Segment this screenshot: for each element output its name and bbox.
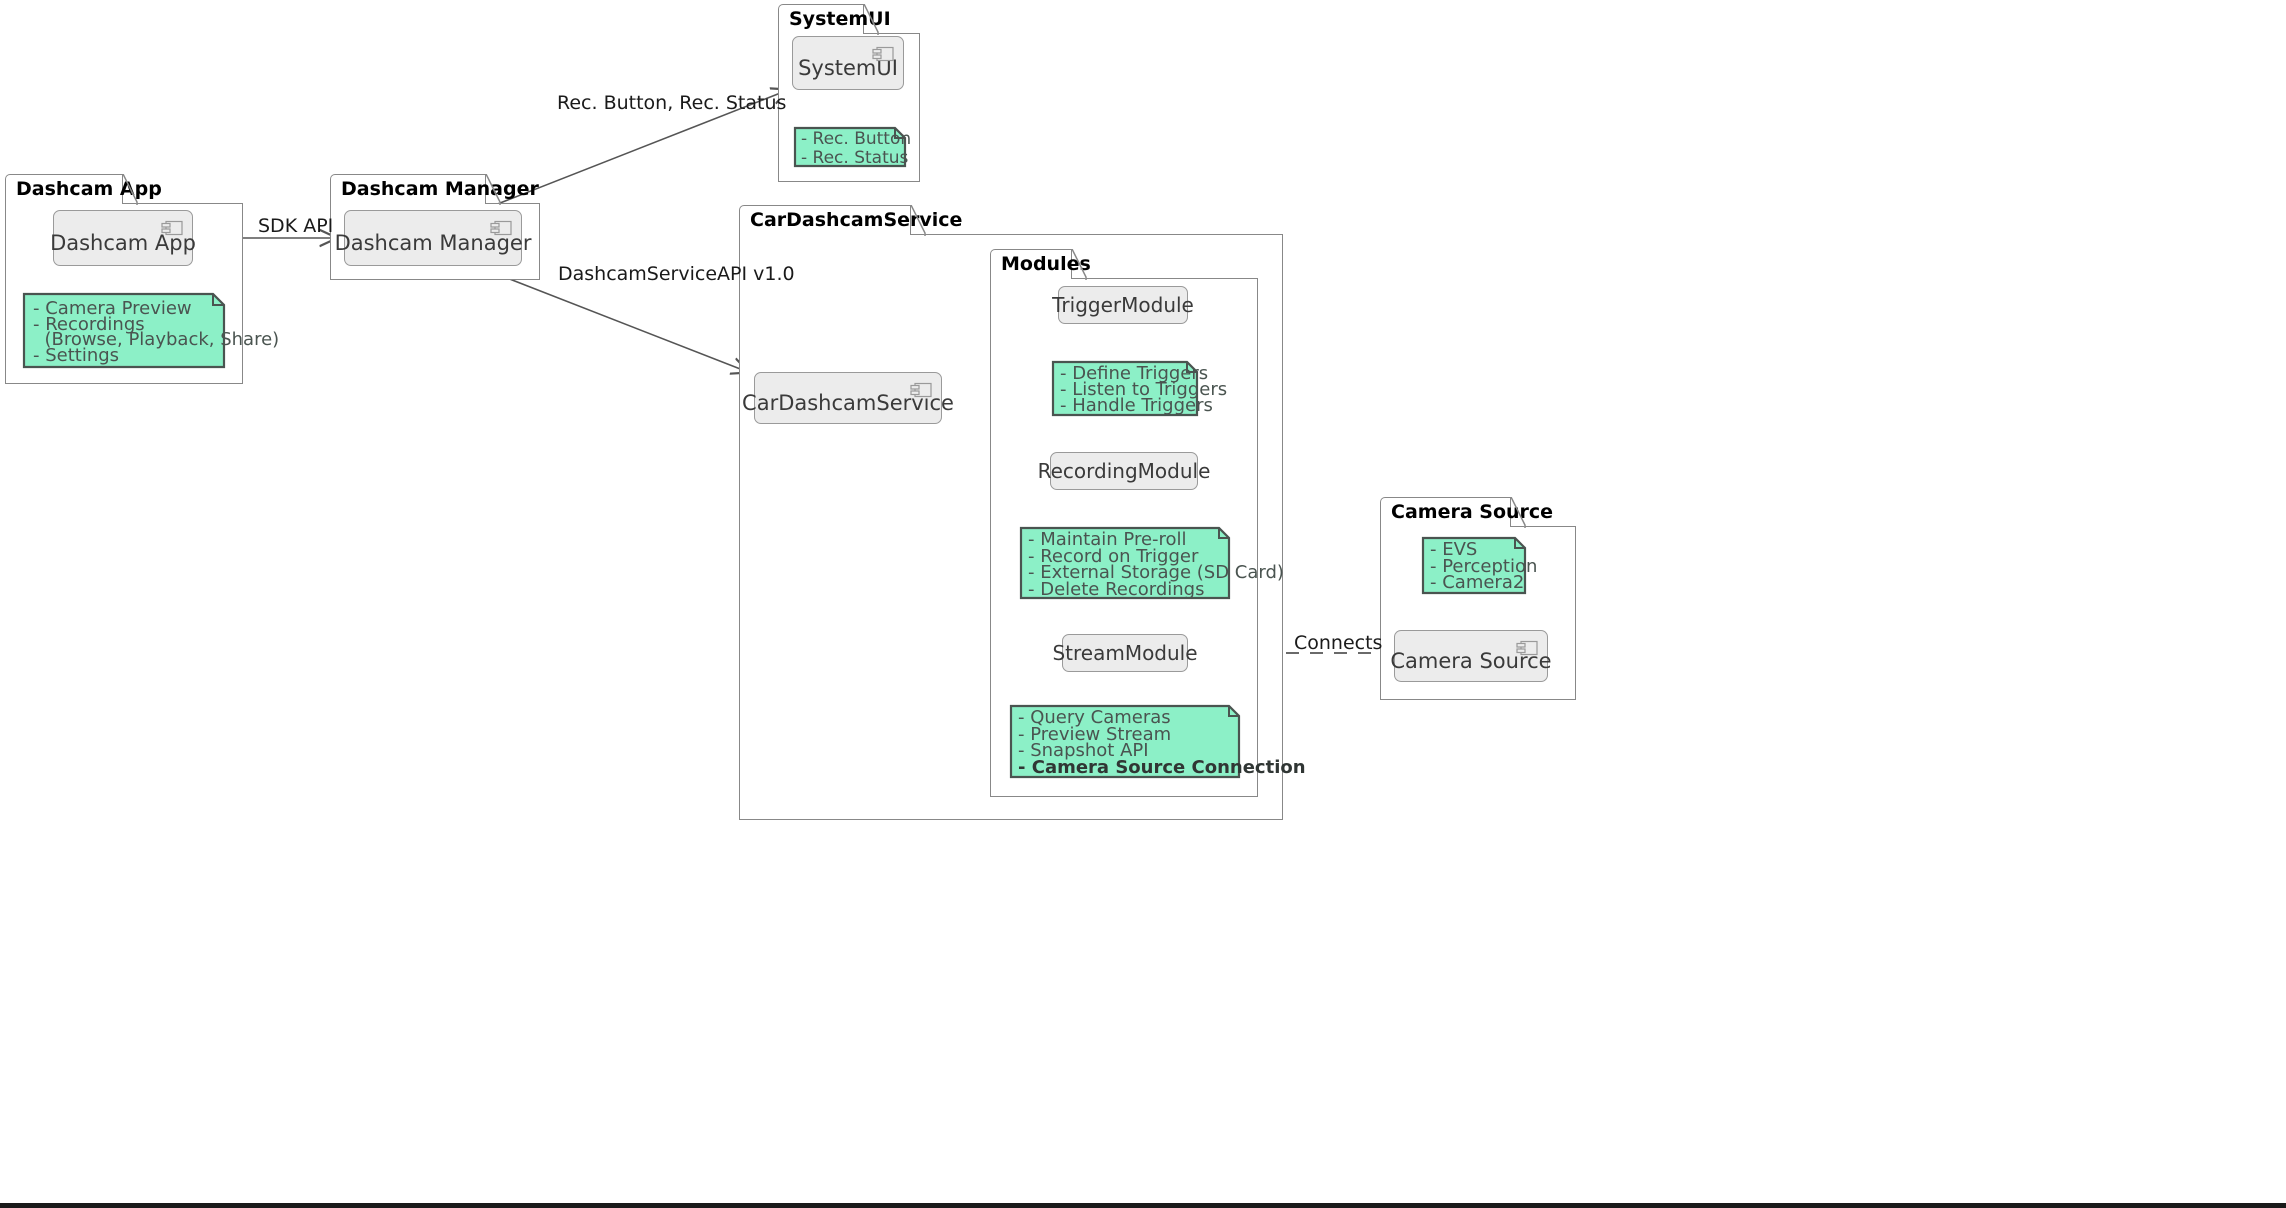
note-shape [1009, 704, 1241, 779]
component-dashcam-app[interactable]: Dashcam App [50, 210, 196, 266]
uml-component-icon [490, 220, 512, 236]
note-dashcam-app-text: - Camera Preview- Recordings (Browse, Pl… [33, 298, 280, 366]
note-shape [1421, 536, 1527, 595]
package-modules-label: Modules [1001, 253, 1091, 275]
bottom-border [0, 1203, 2286, 1208]
component-trigger-module-label: TriggerModule [1052, 293, 1194, 317]
edge-label-sdk-api: SDK API [258, 215, 334, 237]
component-stream-module-label: StreamModule [1052, 641, 1198, 665]
note-trigger-module-text: - Define Triggers- Listen to Triggers- H… [1060, 363, 1228, 416]
note-recording-module: - Maintain Pre-roll- Record on Trigger- … [1018, 526, 1284, 601]
note-shape [22, 292, 226, 369]
package-camera-source-label: Camera Source [1391, 501, 1554, 523]
package-modules-tab: Modules [990, 249, 1091, 279]
component-dashcam-manager[interactable]: Dashcam Manager [335, 210, 531, 266]
uml-component-icon [872, 46, 894, 62]
note-stream-module: - Query Cameras- Preview Stream- Snapsho… [1008, 704, 1306, 780]
component-systemui[interactable]: SystemUI [792, 36, 904, 90]
package-cardashcamservice-tab: CarDashcamService [739, 205, 962, 235]
package-systemui-label: SystemUI [789, 8, 891, 30]
package-dashcam-manager-tab: Dashcam Manager [330, 174, 539, 204]
package-modules-tab-slant [1072, 249, 1088, 280]
package-systemui-tab-slant [864, 4, 880, 35]
component-recording-module[interactable]: RecordingModule [1038, 452, 1210, 490]
package-dashcam-manager-tab-slant [486, 174, 502, 205]
component-stream-module[interactable]: StreamModule [1052, 634, 1198, 672]
note-stream-module-text: - Query Cameras- Preview Stream- Snapsho… [1018, 707, 1306, 778]
package-systemui-tab: SystemUI [778, 4, 891, 34]
note-systemui-text: - Rec. Button- Rec. Status [801, 129, 912, 168]
uml-component-icon [1516, 640, 1538, 656]
note-dashcam-app: - Camera Preview- Recordings (Browse, Pl… [21, 292, 280, 370]
component-cardashcamservice[interactable]: CarDashcamService [742, 372, 954, 424]
note-shape [793, 126, 907, 168]
package-dashcam-app-tab-slant [123, 174, 139, 205]
package-dashcam-app-label: Dashcam App [16, 178, 162, 200]
note-camera-source: - EVS- Perception- Camera2 [1420, 536, 1538, 596]
component-camera-source[interactable]: Camera Source [1390, 630, 1552, 682]
package-cardashcamservice-tab-slant [911, 205, 927, 236]
package-dashcam-app-tab: Dashcam App [5, 174, 162, 204]
note-recording-module-text: - Maintain Pre-roll- Record on Trigger- … [1028, 529, 1284, 600]
note-shape [1051, 360, 1199, 417]
package-dashcam-manager-label: Dashcam Manager [341, 178, 539, 200]
edge-label-connects: Connects [1294, 632, 1383, 654]
component-recording-module-label: RecordingModule [1037, 459, 1211, 483]
package-camera-source-tab-slant [1511, 497, 1527, 528]
note-trigger-module: - Define Triggers- Listen to Triggers- H… [1050, 360, 1228, 418]
package-cardashcamservice-label: CarDashcamService [750, 209, 963, 231]
package-camera-source-tab: Camera Source [1380, 497, 1553, 527]
uml-component-icon [161, 220, 183, 236]
edge-label-rec-button-status: Rec. Button, Rec. Status [557, 92, 787, 114]
note-systemui: - Rec. Button- Rec. Status [791, 126, 911, 168]
component-trigger-module[interactable]: TriggerModule [1052, 286, 1194, 324]
uml-component-icon [910, 382, 932, 398]
note-camera-source-text: - EVS- Perception- Camera2 [1430, 539, 1538, 593]
edge-label-dashcamserviceapi: DashcamServiceAPI v1.0 [558, 263, 795, 285]
